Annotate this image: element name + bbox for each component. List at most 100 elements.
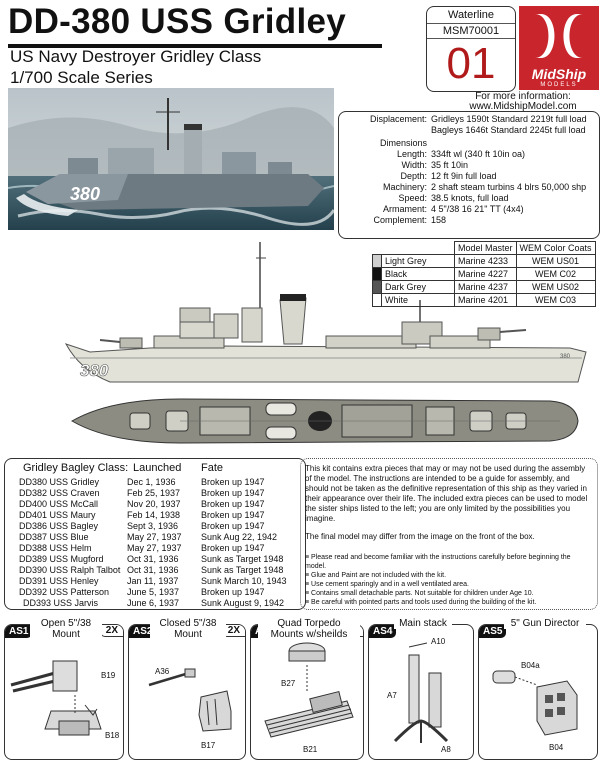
column-header-model-master: Model Master <box>454 241 517 255</box>
ship-fate: Broken up 1947 <box>201 499 265 509</box>
notes-bullet: ≡ Contains small detachable parts. Not s… <box>305 590 534 597</box>
spec-key: Dimensions <box>379 138 427 148</box>
history-header-class: Gridley Bagley Class: <box>23 462 129 474</box>
ship-launched: June 6, 1937 <box>127 598 180 608</box>
ship-plan-view <box>71 398 579 444</box>
notes-differ: The final model may differ from the imag… <box>305 532 535 541</box>
part-label: B04 <box>549 743 564 752</box>
step-tag: AS4 <box>369 625 397 638</box>
ship-fate: Sunk March 10, 1943 <box>201 576 287 586</box>
color-name: Black <box>381 267 455 281</box>
title-underline <box>8 44 382 48</box>
step-title-as5: 5" Gun Director <box>504 618 586 629</box>
part-label: B19 <box>101 671 116 680</box>
spec-key: Width: <box>401 160 427 170</box>
spec-row: Armament: 4 5"/38 16 21" TT (4x4) <box>339 204 599 215</box>
color-swatch <box>372 254 382 268</box>
spec-value: 4 5"/38 16 21" TT (4x4) <box>431 204 524 214</box>
spec-value: 334ft wl (340 ft 10in oa) <box>431 149 526 159</box>
kit-number: 01 <box>446 39 496 88</box>
spec-value: 35 ft 10in <box>431 160 469 170</box>
spec-value: 2 shaft steam turbins 4 blrs 50,000 shp <box>431 182 587 192</box>
ship-fate: Sunk Aug 22, 1942 <box>201 532 278 542</box>
step-tag: AS1 <box>5 625 33 638</box>
spec-key: Length: <box>396 149 427 159</box>
notes-intro: This kit contains extra pieces that may … <box>305 464 588 523</box>
step-title-text: Quad Torpedo Mounts w/sheilds <box>270 618 348 640</box>
ship-launched: Oct 31, 1936 <box>127 554 179 564</box>
spec-value: 12 ft 9in full load <box>431 171 497 181</box>
class-history-table: Gridley Bagley Class: Launched Fate DD38… <box>4 458 306 610</box>
step-title-as3: Quad Torpedo Mounts w/sheilds <box>258 618 360 640</box>
page-title: DD-380 USS Gridley <box>8 2 347 41</box>
spec-row: Displacement: Gridleys 1590t Standard 221… <box>339 114 599 125</box>
assembly-step-as4: AS4 A10 A7 A8 <box>368 624 474 760</box>
spec-key: Armament: <box>382 204 427 214</box>
subtitle: US Navy Destroyer Gridley Class <box>10 47 262 66</box>
color-swatch <box>372 267 382 281</box>
website-link[interactable]: www.MidshipModel.com <box>469 101 577 112</box>
assembly-step-as1: AS1 2X B19 B18 <box>4 624 124 760</box>
spec-key: Displacement: <box>369 114 427 124</box>
ship-fate: Broken up 1947 <box>201 510 265 520</box>
ship-name: DD392 USS Patterson <box>19 587 110 597</box>
spec-value: 158 <box>431 215 447 225</box>
ship-launched: June 5, 1937 <box>127 587 180 597</box>
step-title-text: Main stack <box>399 618 447 629</box>
paint-row-black: Black Marine 4227 WEM C02 <box>372 267 596 281</box>
ship-launched: Sept 3, 1936 <box>127 521 179 531</box>
history-header-fate: Fate <box>201 462 224 474</box>
specifications-panel: Displacement: Gridleys 1590t Standard 221… <box>338 111 600 239</box>
ship-name: DD386 USS Bagley <box>19 521 99 531</box>
spec-key: Speed: <box>398 193 427 203</box>
spec-row: Speed: 38.5 knots, full load <box>339 193 599 204</box>
spec-row: Machinery:2 shaft steam turbins 4 blrs 5… <box>339 182 599 193</box>
wem-code: WEM US01 <box>515 254 596 268</box>
ship-fate: Broken up 1947 <box>201 488 265 498</box>
part-label: B21 <box>303 745 318 754</box>
notes-bullet: ≡ Glue and Paint are not included with t… <box>305 572 447 579</box>
ship-fate: Broken up 1947 <box>201 587 265 597</box>
ship-name: DD388 USS Helm <box>19 543 92 553</box>
ship-name: DD390 USS Ralph Talbot <box>19 565 121 575</box>
open-mount-drawing-icon <box>10 660 102 736</box>
step-title-text: 5" Gun Director <box>510 618 580 629</box>
ship-launched: Nov 20, 1937 <box>127 499 181 509</box>
spec-value: 38.5 knots, full load <box>431 193 509 203</box>
spec-row: Bagleys 1646t Standard 2245t full load <box>339 125 599 136</box>
part-label: B04a <box>521 661 540 670</box>
step-tag: AS5 <box>479 625 507 638</box>
brand-name: MidShip <box>531 66 587 82</box>
closed-mount-drawing-icon <box>148 668 232 732</box>
paint-table-header: Model Master WEM Color Coats <box>373 241 596 255</box>
kit-number-box: Waterline MSM70001 01 <box>426 6 516 92</box>
profile-stern-number: 380 <box>560 354 571 360</box>
notes-bullet: ≡ Please read and become familiar with t… <box>305 554 571 570</box>
paint-color-table: Model Master WEM Color Coats Light Grey … <box>372 241 596 307</box>
ship-profile-view: 380 380 <box>64 242 587 383</box>
wem-code: WEM US02 <box>515 280 596 294</box>
spec-row: Length: 334ft wl (340 ft 10in oa) <box>339 149 599 160</box>
midship-logo-mark-icon <box>535 14 583 58</box>
assembly-step-as2: AS2 2X A36 B17 <box>128 624 246 760</box>
color-name: Light Grey <box>381 254 455 268</box>
ship-fate: Sunk August 9, 1942 <box>201 598 285 608</box>
ship-fate: Broken up 1947 <box>201 543 265 553</box>
part-label: A8 <box>441 745 451 754</box>
ship-name: DD400 USS McCall <box>19 499 99 509</box>
ship-name: DD393 USS Jarvis <box>23 598 99 608</box>
notes-bullet: ≡ Use cement sparingly and in a well ven… <box>305 581 470 588</box>
column-header-wem: WEM Color Coats <box>515 241 596 255</box>
ship-fate: Broken up 1947 <box>201 521 265 531</box>
history-header-launched: Launched <box>133 462 182 474</box>
spec-value: Gridleys 1590t Standard 2219t full load <box>431 114 587 124</box>
part-label: B17 <box>201 741 216 750</box>
assembly-step-as3: AS3 2X B27 B21 <box>250 624 364 760</box>
painting-hull-number: 380 <box>70 184 100 204</box>
part-label: A36 <box>155 667 170 676</box>
model-master-code: Marine 4233 <box>454 254 517 268</box>
color-name: Dark Grey <box>381 280 455 294</box>
step-title-text: Closed 5"/38 Mount <box>159 618 217 640</box>
spec-row: Width: 35 ft 10in <box>339 160 599 171</box>
step-title-as2: Closed 5"/38 Mount <box>150 618 226 640</box>
